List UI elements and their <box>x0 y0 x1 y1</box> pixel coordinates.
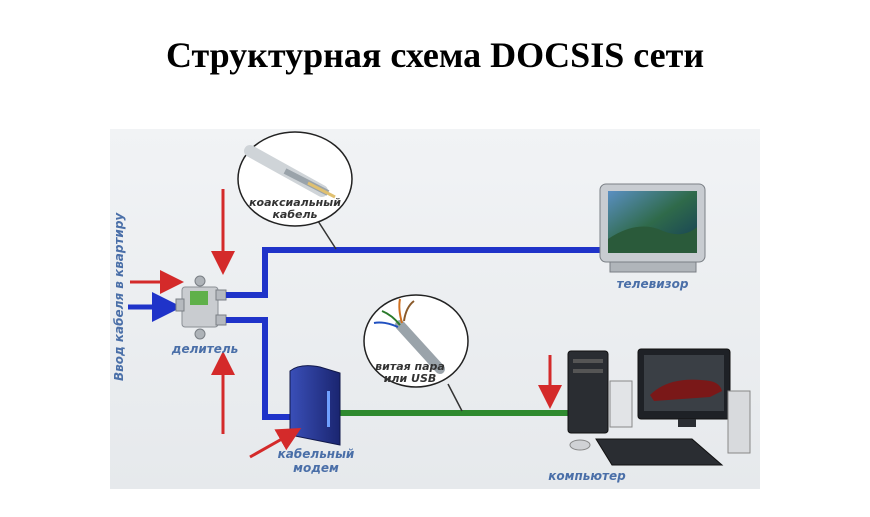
modem-label: кабельный модем <box>266 447 366 475</box>
coax-label: коаксиальный кабель <box>240 197 350 221</box>
cable-input-label: Ввод кабеля в квартиру <box>112 212 126 381</box>
twisted-pair-bubble <box>363 294 469 388</box>
modem-label-line2: модем <box>293 461 339 475</box>
diagram-panel: Ввод кабеля в квартиру делитель коаксиал… <box>110 129 760 489</box>
coax-line-tv <box>226 247 600 298</box>
computer-icon <box>567 348 751 466</box>
twisted-bubble-pointer <box>447 383 463 412</box>
twisted-label: витая пара или USB <box>368 361 452 385</box>
splitter-label: делитель <box>171 342 239 356</box>
coax-line-modem <box>226 317 290 420</box>
network-diagram <box>110 129 760 489</box>
splitter-icon <box>175 275 227 340</box>
tv-icon <box>599 183 706 273</box>
twisted-label-line1: витая пара <box>375 360 445 373</box>
twisted-label-line2: или USB <box>383 372 437 385</box>
coax-label-line1: коаксиальный <box>249 196 341 209</box>
coax-cable-bubble <box>237 131 353 227</box>
modem-icon <box>289 365 341 446</box>
tv-label: телевизор <box>616 277 689 291</box>
page-title: Структурная схема DOCSIS сети <box>165 35 705 75</box>
modem-label-line1: кабельный <box>277 447 355 461</box>
coax-bubble-pointer <box>317 220 337 250</box>
computer-label: компьютер <box>548 469 626 483</box>
coax-label-line2: кабель <box>272 208 318 221</box>
arrow-modem <box>249 428 302 459</box>
